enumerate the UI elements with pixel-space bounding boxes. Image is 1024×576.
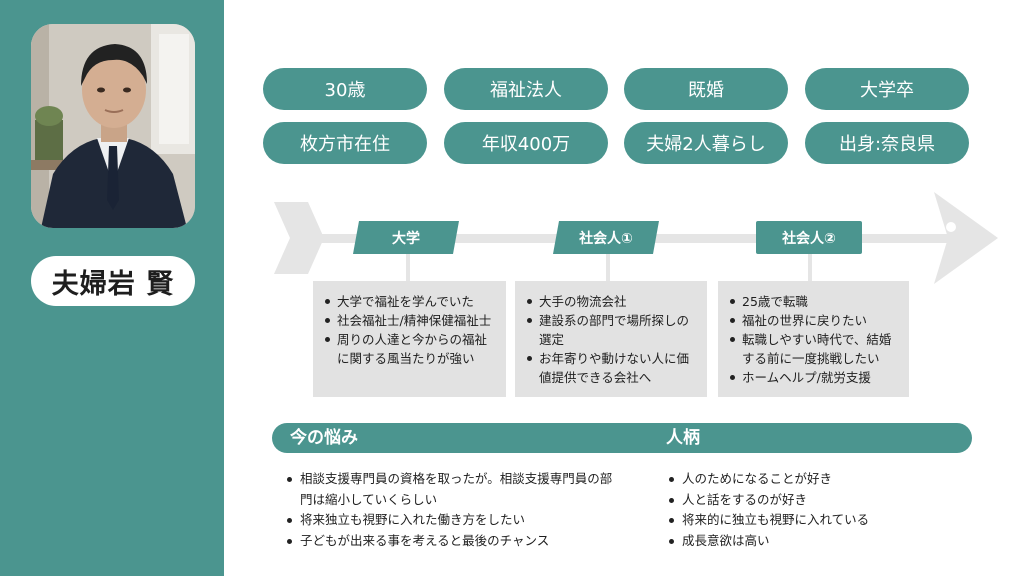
portrait-image xyxy=(31,24,195,228)
list-item: 25歳で転職 xyxy=(726,292,901,311)
list-item: ホームヘルプ/就労支援 xyxy=(726,368,901,387)
list-item: お年寄りや動けない人に価値提供できる会社へ xyxy=(523,349,699,387)
timeline-arrowhead xyxy=(934,192,998,284)
list-item: 建設系の部門で場所探しの選定 xyxy=(523,311,699,349)
section-header-bar: 今の悩み 人柄 xyxy=(272,423,972,453)
timeline-arrowhead-dot xyxy=(946,222,956,232)
stage-box-university: 大学で福祉を学んでいた 社会福祉士/精神保健福祉士 周りの人達と今からの福祉に関… xyxy=(313,281,506,397)
worries-title: 今の悩み xyxy=(290,428,358,448)
list-item: 大学で福祉を学んでいた xyxy=(321,292,498,311)
attribute-household: 夫婦2人暮らし xyxy=(624,122,788,164)
stage-box-working-2: 25歳で転職 福祉の世界に戻りたい 転職しやすい時代で、結婚する前に一度挑戦した… xyxy=(718,281,909,397)
worries-list: 相談支援専門員の資格を取ったが。相談支援専門員の部門は縮小していくらしい 将来独… xyxy=(282,469,622,551)
attribute-marital-status: 既婚 xyxy=(624,68,788,110)
list-item: 大手の物流会社 xyxy=(523,292,699,311)
attribute-hometown: 出身:奈良県 xyxy=(805,122,969,164)
stage-label-working-1: 社会人① xyxy=(553,221,659,254)
list-item: 将来独立も視野に入れた働き方をしたい xyxy=(282,510,622,531)
list-item: 福祉の世界に戻りたい xyxy=(726,311,901,330)
personality-title: 人柄 xyxy=(666,428,700,448)
stage-box-working-1: 大手の物流会社 建設系の部門で場所探しの選定 お年寄りや動けない人に価値提供でき… xyxy=(515,281,707,397)
list-item: 人のためになることが好き xyxy=(664,469,964,490)
list-item: 相談支援専門員の資格を取ったが。相談支援専門員の部門は縮小していくらしい xyxy=(282,469,622,510)
attribute-residence: 枚方市在住 xyxy=(263,122,427,164)
attribute-age: 30歳 xyxy=(263,68,427,110)
list-item: 子どもが出来る事を考えると最後のチャンス xyxy=(282,531,622,552)
stage-connector xyxy=(606,254,610,281)
list-item: 人と話をするのが好き xyxy=(664,490,964,511)
personality-list: 人のためになることが好き 人と話をするのが好き 将来的に独立も視野に入れている … xyxy=(664,469,964,551)
stage-connector xyxy=(406,254,410,281)
profile-photo xyxy=(31,24,195,228)
stage-label-university: 大学 xyxy=(353,221,459,254)
list-item: 将来的に独立も視野に入れている xyxy=(664,510,964,531)
list-item: 転職しやすい時代で、結婚する前に一度挑戦したい xyxy=(726,330,901,368)
attribute-income: 年収400万 xyxy=(444,122,608,164)
profile-name: 夫婦岩 賢 xyxy=(31,256,195,306)
list-item: 社会福祉士/精神保健福祉士 xyxy=(321,311,498,330)
attribute-employer: 福祉法人 xyxy=(444,68,608,110)
stage-label-working-2: 社会人② xyxy=(756,221,862,254)
list-item: 周りの人達と今からの福祉に関する風当たりが強い xyxy=(321,330,498,368)
list-item: 成長意欲は高い xyxy=(664,531,964,552)
profile-sidebar: 夫婦岩 賢 xyxy=(0,0,224,576)
timeline-tail-chevron xyxy=(274,202,324,274)
stage-connector xyxy=(808,254,812,281)
attribute-education: 大学卒 xyxy=(805,68,969,110)
